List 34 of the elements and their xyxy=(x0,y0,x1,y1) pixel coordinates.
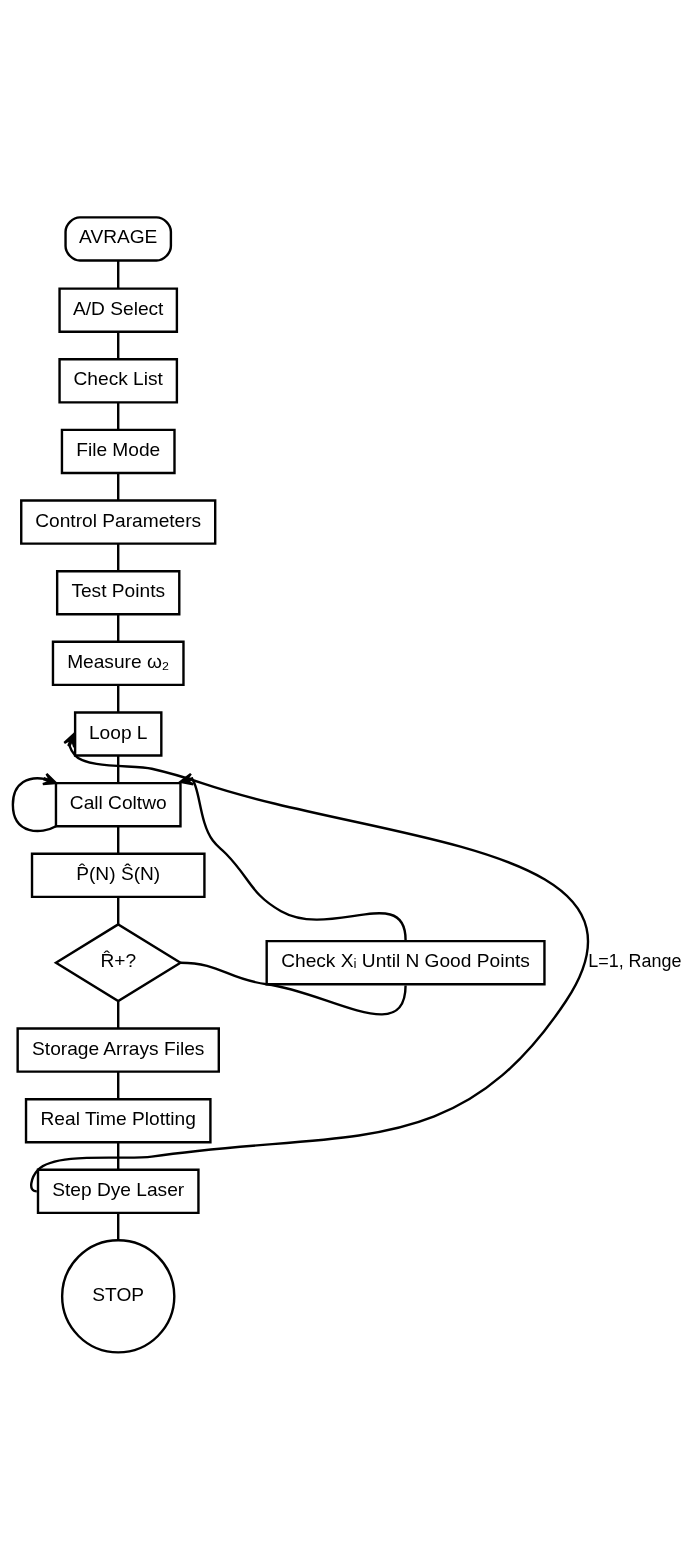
node-box: Storage Arrays Files xyxy=(16,1026,220,1073)
connector xyxy=(180,961,407,1015)
connector xyxy=(117,1071,120,1099)
node-box: Control Parameters xyxy=(20,498,217,545)
arrow xyxy=(11,772,58,832)
connector xyxy=(117,896,120,924)
node-box: AVRAGE xyxy=(64,215,173,262)
connector xyxy=(117,613,120,642)
connector xyxy=(117,825,120,854)
node-box: P̂(N) Ŝ(N) xyxy=(30,852,206,898)
node-box: Step Dye Laser xyxy=(36,1168,200,1214)
connector xyxy=(117,755,120,783)
node-diamond: R̂+? xyxy=(53,922,183,1002)
connector xyxy=(117,1141,120,1170)
connector xyxy=(117,402,120,430)
node-box: Real Time Plotting xyxy=(24,1097,212,1143)
node-box: Loop L xyxy=(73,710,163,757)
node-box: Check Xᵢ Until N Good Points xyxy=(265,939,546,985)
connector xyxy=(117,331,120,359)
node-box: File Mode xyxy=(60,428,176,474)
connector xyxy=(117,684,120,712)
connector xyxy=(117,1212,120,1240)
node-box: Measure ω₂ xyxy=(51,640,185,686)
arrow xyxy=(30,732,588,1192)
connector xyxy=(117,472,120,500)
edge-label: L=1, Range xyxy=(588,950,682,971)
connector xyxy=(117,543,120,571)
connector xyxy=(117,1000,120,1028)
connector xyxy=(117,260,120,288)
node-circle: STOP xyxy=(60,1238,176,1354)
node-box: Check List xyxy=(58,357,179,404)
node-box: Test Points xyxy=(55,569,181,615)
node-box: A/D Select xyxy=(58,286,179,333)
node-box: Call Coltwo xyxy=(54,781,182,827)
